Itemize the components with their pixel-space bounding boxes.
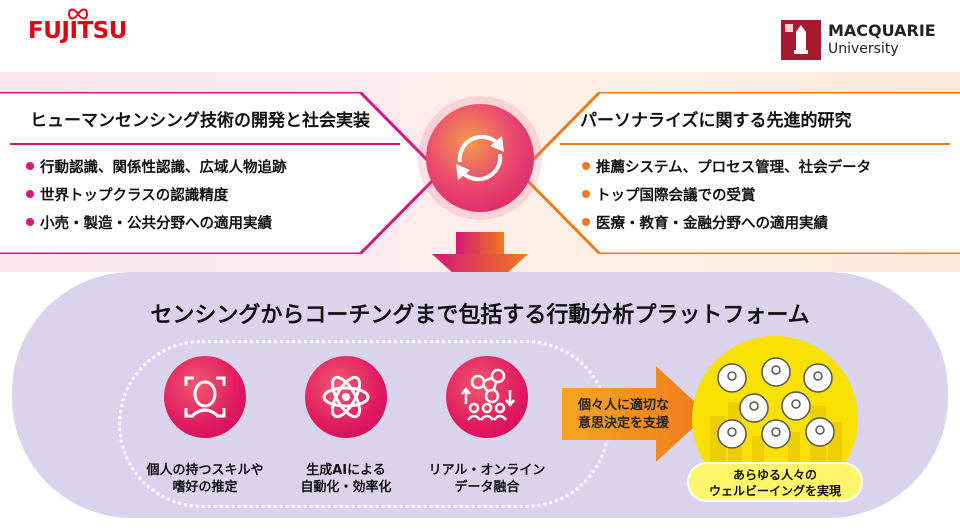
left-bullet: 世界トップクラスの認識精度 [26, 184, 228, 205]
macquarie-name: MACQUARIE [828, 21, 936, 40]
atom-icon [322, 375, 370, 419]
decision-support-text: 個々人に適切な 意思決定を支援 [578, 398, 670, 431]
fujitsu-infinity-icon [68, 8, 88, 20]
left-bullet: 行動認識、関係性認識、広域人物追跡 [26, 156, 287, 177]
macquarie-subtitle: University [828, 41, 899, 57]
network-people-icon [461, 368, 515, 421]
platform-title: センシングからコーチングまで包括する行動分析プラットフォーム [150, 303, 810, 328]
city-people-icon [710, 357, 842, 476]
macquarie-panel: パーソナライズに関する先進的研究 推薦システム、プロセス管理、社会データ トップ… [520, 92, 960, 254]
fujitsu-logo: FUJITSU [28, 8, 127, 44]
fujitsu-panel: ヒューマンセンシング技術の開発と社会実装 行動認識、関係性認識、広域人物追跡 世… [0, 92, 440, 254]
cycle-arrows-icon [456, 134, 504, 182]
feature-data-icon-circle [446, 356, 528, 438]
left-panel-frame [0, 92, 440, 254]
right-bullet: 医療・教育・金融分野への適用実績 [582, 212, 828, 233]
macquarie-crest-icon [781, 20, 821, 60]
wellbeing-label: あらゆる人々の ウェルビーイングを実現 [687, 462, 863, 502]
right-bullet: 推薦システム、プロセス管理、社会データ [582, 156, 871, 177]
face-scan-icon [184, 376, 226, 418]
left-panel-title: ヒューマンセンシング技術の開発と社会実装 [30, 111, 370, 131]
right-panel-frame [520, 92, 960, 254]
right-arrow-icon [562, 366, 708, 462]
feature-ai-label: 生成AIによる 自動化・効率化 [300, 463, 392, 495]
collaboration-orb [426, 104, 534, 212]
feature-skill-icon-circle [164, 356, 246, 438]
feature-data-label: リアル・オンライン データ融合 [428, 463, 546, 495]
right-bullet: トップ国際会議での受賞 [582, 184, 756, 205]
feature-skill-label: 個人の持つスキルや 嗜好の推定 [146, 463, 264, 495]
left-bullet: 小売・製造・公共分野への適用実績 [26, 212, 272, 233]
right-panel-title: パーソナライズに関する先進的研究 [580, 111, 852, 131]
feature-ai-icon-circle [305, 356, 387, 438]
